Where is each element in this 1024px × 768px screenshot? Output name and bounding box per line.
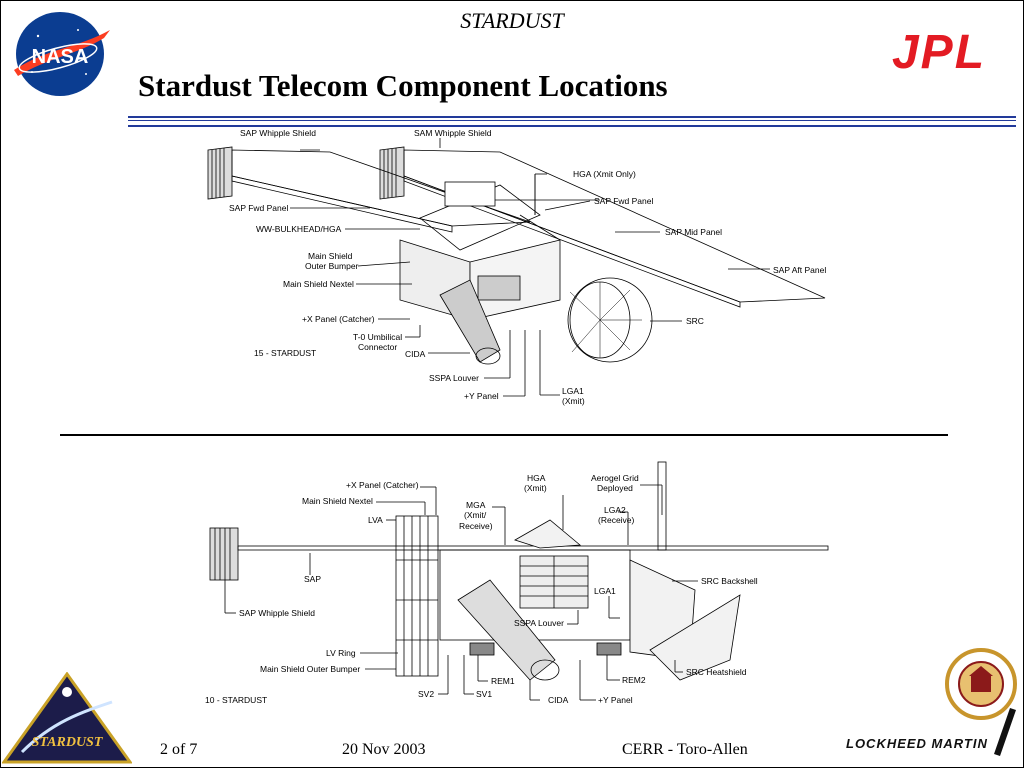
mission-header: STARDUST <box>460 8 564 33</box>
nasa-logo: NASA <box>14 12 110 96</box>
label-lga1: LGA1 <box>562 386 584 396</box>
label-ww-bulkhead: WW-BULKHEAD/HGA <box>256 224 342 234</box>
footer-date: 20 Nov 2003 <box>342 741 426 758</box>
label-src: SRC <box>686 316 704 326</box>
label-main-shield-outer-bumper: Main Shield Outer Bumper <box>260 664 360 674</box>
lockheed-star-icon <box>994 708 1016 756</box>
jpl-logo: JPL <box>892 26 986 72</box>
label-sap-mid-panel: SAP Mid Panel <box>665 227 722 237</box>
section-divider <box>60 434 948 436</box>
label-main-shield-nextel: Main Shield Nextel <box>283 279 354 289</box>
label-aerogel-grid: Aerogel Grid <box>591 473 639 483</box>
label-hga-xmit: (Xmit) <box>524 483 547 493</box>
title-rule <box>128 116 1016 127</box>
label-lga1-xmit: (Xmit) <box>562 396 585 406</box>
label-sam-whipple-shield: SAM Whipple Shield <box>414 128 492 138</box>
label-mga-xmit: (Xmit/ <box>464 510 487 520</box>
label-cida: CIDA <box>405 349 426 359</box>
label-lv-ring: LV Ring <box>326 648 356 658</box>
label-x-panel: +X Panel (Catcher) <box>302 314 375 324</box>
nasa-logo-text: NASA <box>32 46 89 68</box>
slide-title: Stardust Telecom Component Locations <box>138 68 668 103</box>
label-sspa-louver: SSPA Louver <box>429 373 479 383</box>
label-hga: HGA <box>527 473 546 483</box>
label-main-shield: Main Shield <box>308 251 353 261</box>
label-y-panel: +Y Panel <box>464 391 499 401</box>
stardust-badge-logo: STARDUST <box>2 672 132 764</box>
label-mga-receive: Receive) <box>459 521 493 531</box>
label-x-panel: +X Panel (Catcher) <box>346 480 419 490</box>
stardust-badge-text: STARDUST <box>32 735 104 750</box>
label-sap-whipple: SAP Whipple Shield <box>239 608 315 618</box>
jpl-logo-text: JPL <box>892 26 986 72</box>
label-t0-umbilical: T-0 Umbilical <box>353 332 402 342</box>
label-sspa-louver: SSPA Louver <box>514 618 564 628</box>
label-mga: MGA <box>466 500 486 510</box>
label-fifteen-stardust: 15 - STARDUST <box>254 348 316 358</box>
label-src-backshell: SRC Backshell <box>701 576 758 586</box>
label-sap: SAP <box>304 574 321 584</box>
label-t0-connector: Connector <box>358 342 397 352</box>
footer-author: CERR - Toro-Allen <box>622 741 748 758</box>
label-outer-bumper: Outer Bumper <box>305 261 359 271</box>
label-sap-fwd-panel-left: SAP Fwd Panel <box>229 203 288 213</box>
label-aerogel-deployed: Deployed <box>597 483 633 493</box>
label-sap-aft-panel: SAP Aft Panel <box>773 265 826 275</box>
label-y-panel: +Y Panel <box>598 695 633 705</box>
label-lva: LVA <box>368 515 383 525</box>
label-lga1: LGA1 <box>594 586 616 596</box>
label-main-shield-nextel: Main Shield Nextel <box>302 496 373 506</box>
label-lga2-receive: (Receive) <box>598 515 635 525</box>
label-rem2: REM2 <box>622 675 646 685</box>
footer-page-number: 2 of 7 <box>160 741 198 758</box>
label-rem1: REM1 <box>491 676 515 686</box>
label-ten-stardust: 10 - STARDUST <box>205 695 267 705</box>
label-cida: CIDA <box>548 695 569 705</box>
label-sap-whipple-shield: SAP Whipple Shield <box>240 128 316 138</box>
label-sv1: SV1 <box>476 689 492 699</box>
label-sap-fwd-panel-right: SAP Fwd Panel <box>594 196 653 206</box>
label-src-heatshield: SRC Heatshield <box>686 667 747 677</box>
lockheed-martin-logo: LOCKHEED MARTIN <box>846 736 988 751</box>
label-sv2: SV2 <box>418 689 434 699</box>
label-lga2: LGA2 <box>604 505 626 515</box>
uw-seal-logo <box>945 648 1017 720</box>
label-hga: HGA (Xmit Only) <box>573 169 636 179</box>
